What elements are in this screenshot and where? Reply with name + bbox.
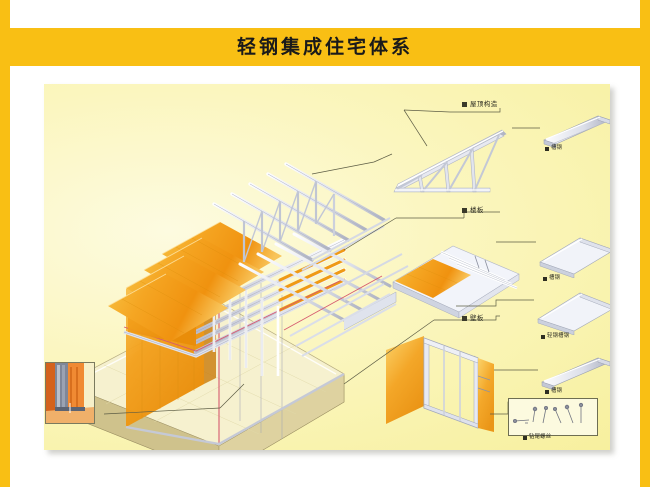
part-label-channel-steel-floor: 槽钢	[543, 275, 561, 281]
channel-steel-section-1	[543, 115, 610, 148]
leader-lines	[103, 108, 540, 415]
photo-inset-content	[46, 363, 94, 423]
channel-steel-section-4	[541, 357, 610, 391]
channel-steel-section-2	[539, 237, 610, 278]
fastener-bullet-icon	[523, 435, 527, 440]
part-label-channel-steel-roof: 槽钢	[545, 145, 563, 151]
part-label-text: 轻钢槽钢	[547, 333, 570, 339]
channel-steel-section-3	[537, 292, 610, 335]
callout-label: 屋顶构造	[470, 100, 498, 108]
part-bullet-icon	[541, 334, 545, 339]
roof-truss-assembly	[212, 162, 409, 331]
fastener-label: 钻尾螺丝	[523, 434, 552, 440]
fastener-detail-box	[508, 398, 598, 436]
right-edge-strip	[640, 0, 650, 487]
callout-bullet-icon	[462, 207, 467, 213]
diagram-canvas: 屋顶构造 楼板 壁板 槽钢 槽钢 轻钢槽钢 槽钢	[44, 84, 610, 450]
fastener-illustration	[513, 402, 584, 424]
building-illustration	[63, 162, 409, 450]
callout-bullet-icon	[462, 315, 467, 321]
floor-slab-detail	[392, 245, 520, 319]
roof-truss-detail	[393, 129, 507, 193]
part-bullet-icon	[543, 276, 547, 281]
callout-roof-structure: 屋顶构造	[462, 101, 498, 108]
left-edge-strip	[0, 0, 10, 487]
part-label-light-steel-joist: 轻钢槽钢	[541, 333, 570, 339]
part-bullet-icon	[545, 389, 549, 394]
construction-photo-inset	[45, 362, 95, 424]
wall-panel-detail	[386, 336, 494, 432]
callout-label: 壁板	[470, 314, 484, 322]
callout-label: 楼板	[470, 206, 484, 214]
callout-floor-slab: 楼板	[462, 207, 484, 214]
page-title: 轻钢集成住宅体系	[236, 35, 413, 58]
callout-bullet-icon	[462, 101, 467, 107]
fastener-label-text: 钻尾螺丝	[529, 434, 552, 440]
part-label-text: 槽钢	[551, 145, 563, 151]
roof-sheathing-panels	[107, 221, 282, 342]
title-banner: 轻钢集成住宅体系	[0, 28, 650, 66]
part-label-text: 槽钢	[551, 388, 563, 394]
part-bullet-icon	[545, 146, 549, 151]
callout-wall-panel: 壁板	[462, 315, 484, 322]
part-label-channel-steel-wall: 槽钢	[545, 388, 563, 394]
eave-framing	[283, 275, 397, 357]
part-label-text: 槽钢	[549, 275, 561, 281]
